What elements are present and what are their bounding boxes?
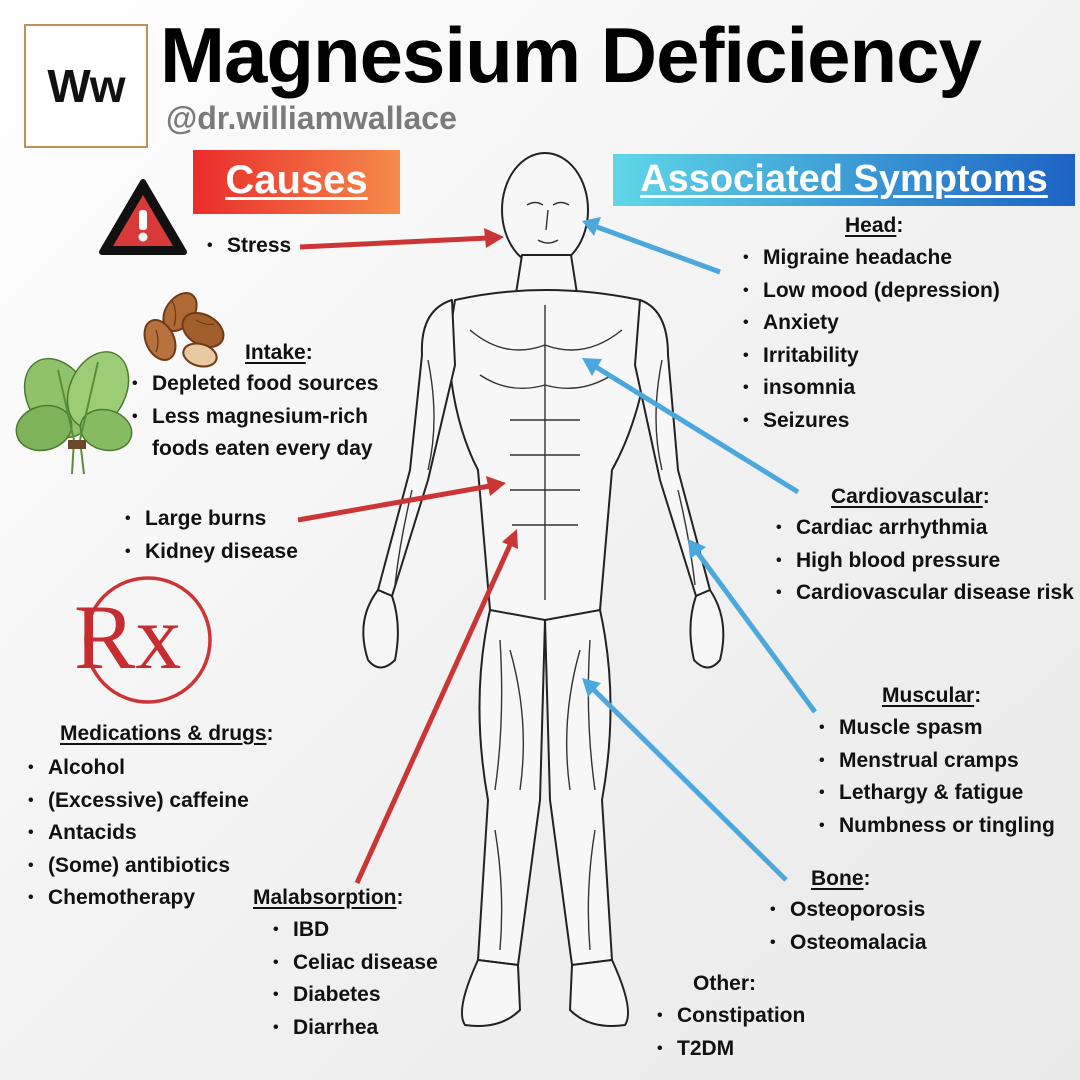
malabsorption-heading: Malabsorption — [253, 886, 404, 910]
list-item: Lethargy & fatigue — [817, 777, 1055, 810]
warning-icon — [99, 179, 187, 255]
arrowhead-stress — [484, 228, 504, 248]
list-item: High blood pressure — [774, 545, 1074, 578]
arrow-malabsorption — [354, 543, 513, 885]
intake-list: Depleted food sources Less magnesium-ric… — [130, 368, 430, 466]
list-item: IBD — [271, 914, 438, 947]
list-item: Kidney disease — [123, 536, 298, 569]
other-symptoms-heading: Other: — [693, 972, 756, 995]
rx-symbol: Rx — [74, 586, 181, 688]
causes-banner-text: Causes — [225, 158, 368, 202]
list-item: Alcohol — [26, 752, 249, 785]
arrow-bone — [592, 688, 788, 882]
brand-logo: Ww — [24, 24, 148, 148]
cardiovascular-list: Cardiac arrhythmia High blood pressure C… — [774, 512, 1074, 610]
list-item: Chemotherapy — [26, 882, 249, 915]
anatomy-figure — [362, 152, 725, 1027]
page-title: Magnesium Deficiency — [160, 11, 982, 99]
list-item: Migraine headache — [741, 242, 1000, 275]
arrowhead-head — [582, 217, 601, 236]
list-item: insomnia — [741, 372, 1000, 405]
head-symptoms-list: Migraine headache Low mood (depression) … — [741, 242, 1000, 437]
almond-icon — [143, 292, 225, 368]
list-item: (Excessive) caffeine — [26, 785, 249, 818]
stress-list: Stress — [205, 230, 291, 263]
list-item: Numbness or tingling — [817, 810, 1055, 843]
head-heading: Head — [845, 214, 903, 238]
arrowhead-malabsorption — [502, 529, 518, 549]
list-item: Less magnesium-rich foods eaten every da… — [130, 401, 422, 466]
list-item: Depleted food sources — [130, 368, 430, 401]
list-item: Stress — [205, 230, 291, 263]
author-handle: @dr.williamwallace — [166, 100, 457, 136]
list-item: Muscle spasm — [817, 712, 1055, 745]
list-item: Cardiovascular disease risk — [774, 577, 1074, 610]
rx-icon: Rx — [74, 576, 212, 704]
symptoms-banner: Associated Symptoms — [613, 154, 1075, 206]
other-causes-list: Large burns Kidney disease — [123, 503, 298, 568]
list-item: Osteomalacia — [768, 927, 927, 960]
arrow-cardio — [594, 364, 800, 495]
medications-list: Alcohol (Excessive) caffeine Antacids (S… — [26, 752, 249, 915]
list-item: T2DM — [655, 1033, 805, 1066]
list-item: Diarrhea — [271, 1012, 438, 1045]
arrow-head — [596, 224, 721, 275]
list-item: Irritability — [741, 340, 1000, 373]
medications-heading: Medications & drugs — [60, 722, 274, 746]
muscular-heading: Muscular — [882, 684, 981, 708]
intake-heading: Intake — [245, 341, 313, 365]
bone-list: Osteoporosis Osteomalacia — [768, 894, 927, 959]
list-item: Antacids — [26, 817, 249, 850]
symptom-arrows — [582, 217, 818, 882]
cardiovascular-heading: Cardiovascular — [831, 485, 990, 509]
list-item: Diabetes — [271, 979, 438, 1012]
bone-heading: Bone — [811, 867, 871, 891]
list-item: Constipation — [655, 1000, 805, 1033]
list-item: Low mood (depression) — [741, 275, 1000, 308]
arrow-stress — [299, 235, 489, 250]
list-item: (Some) antibiotics — [26, 850, 249, 883]
arrow-muscular — [694, 550, 818, 714]
arrowhead-burns — [486, 476, 506, 496]
causes-banner: Causes — [193, 150, 400, 214]
arrowhead-cardio — [582, 358, 602, 376]
list-item: Seizures — [741, 405, 1000, 438]
list-item: Anxiety — [741, 307, 1000, 340]
cause-arrows — [297, 228, 518, 885]
list-item: Large burns — [123, 503, 298, 536]
arrowhead-bone — [582, 678, 601, 697]
list-item: Cardiac arrhythmia — [774, 512, 1074, 545]
spinach-icon — [15, 351, 133, 475]
list-item: Menstrual cramps — [817, 745, 1055, 778]
muscular-list: Muscle spasm Menstrual cramps Lethargy &… — [817, 712, 1055, 842]
logo-text: Ww — [47, 60, 125, 112]
arrow-burns — [297, 483, 491, 523]
malabsorption-list: IBD Celiac disease Diabetes Diarrhea — [271, 914, 438, 1044]
arrowhead-muscular — [688, 539, 706, 559]
other-symptoms-list: Constipation T2DM — [655, 1000, 805, 1065]
list-item: Celiac disease — [271, 947, 438, 980]
symptoms-banner-text: Associated Symptoms — [640, 158, 1048, 200]
list-item: Osteoporosis — [768, 894, 927, 927]
